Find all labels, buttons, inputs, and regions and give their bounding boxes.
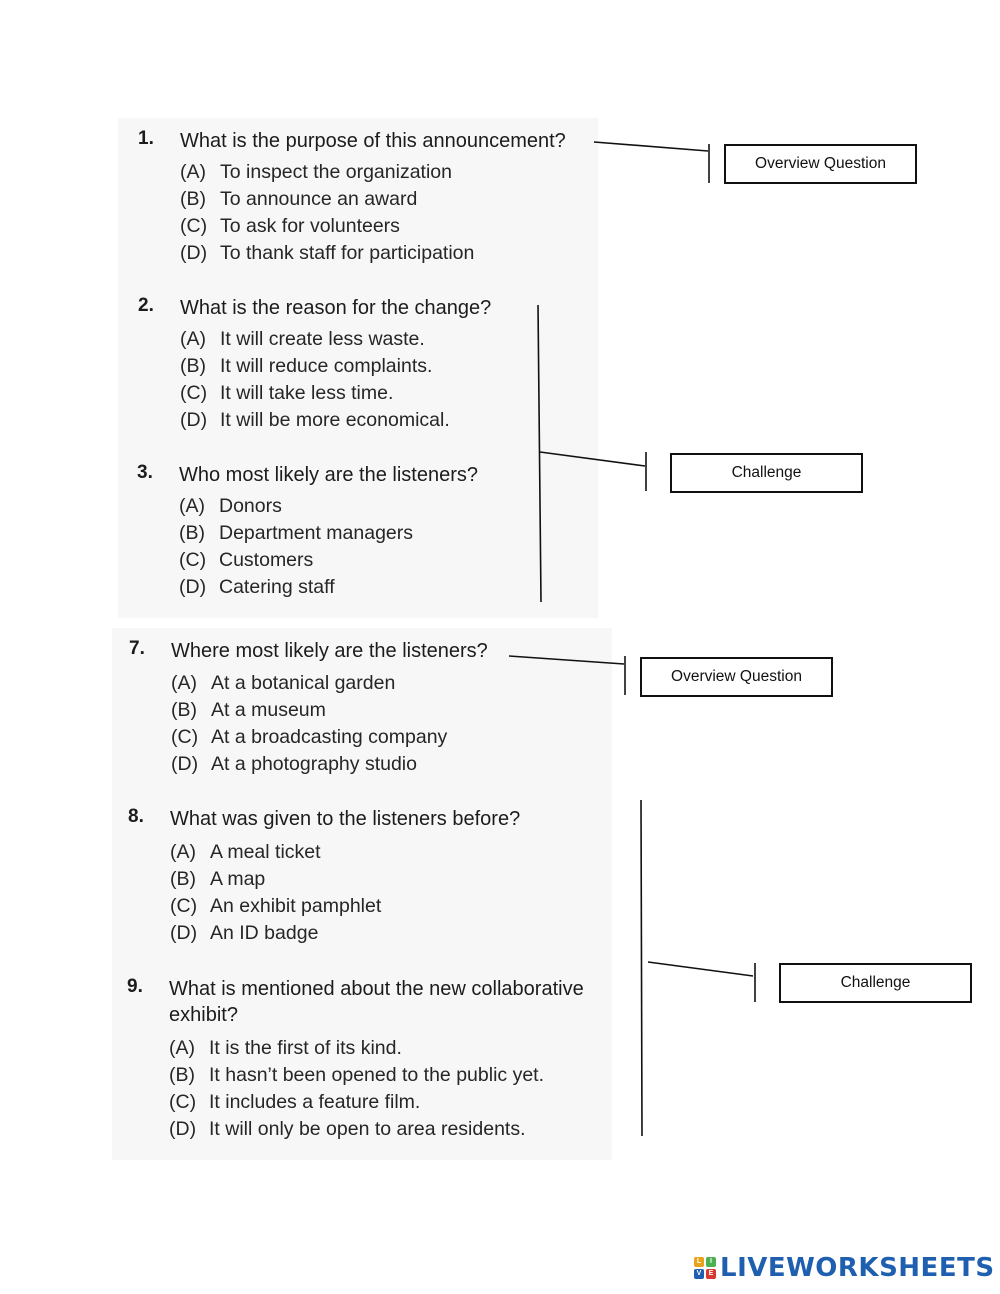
question-text: What is the purpose of this announcement… — [180, 130, 566, 152]
option[interactable]: (D)Catering staff — [179, 576, 335, 598]
option[interactable]: (C)It will take less time. — [180, 382, 394, 404]
connector-line — [539, 451, 646, 467]
option[interactable]: (C)Customers — [179, 549, 314, 571]
logo-text: LIVEWORKSHEETS — [720, 1253, 995, 1283]
option[interactable]: (A)It will create less waste. — [180, 328, 425, 350]
question-text: What is the reason for the change? — [180, 297, 492, 319]
option[interactable]: (D)An ID badge — [170, 922, 319, 944]
option[interactable]: (C)It includes a feature film. — [169, 1091, 421, 1113]
scan-block-1 — [118, 118, 598, 618]
option[interactable]: (C)At a broadcasting company — [171, 726, 448, 748]
option[interactable]: (A)Donors — [179, 495, 282, 517]
options-list: (A)It will create less waste. (B)It will… — [180, 326, 450, 434]
question-number: 3. — [137, 462, 153, 483]
connector-line — [647, 961, 754, 977]
question-text: Who most likely are the listeners? — [179, 464, 479, 486]
logo-mark-icon: L I V E — [694, 1257, 716, 1279]
option[interactable]: (B)A map — [170, 868, 266, 890]
question-number: 8. — [128, 806, 144, 827]
question-number: 7. — [129, 638, 145, 659]
question-number: 1. — [138, 128, 154, 149]
question-text: What is mentioned about the new collabor… — [169, 978, 584, 1000]
question-number: 2. — [138, 295, 154, 316]
bracket-line — [537, 304, 542, 603]
bracket-line — [640, 799, 643, 1137]
label-challenge-2[interactable]: Challenge — [779, 963, 972, 1003]
question-text-line2: exhibit? — [169, 1004, 238, 1026]
option[interactable]: (D)It will only be open to area resident… — [169, 1118, 526, 1140]
options-list: (A)It is the first of its kind. (B)It ha… — [169, 1035, 544, 1143]
options-list: (A)Donors (B)Department managers (C)Cust… — [179, 493, 413, 601]
options-list: (A)A meal ticket (B)A map (C)An exhibit … — [170, 839, 381, 947]
question-text: Where most likely are the listeners? — [171, 640, 488, 662]
question-text: What was given to the listeners before? — [170, 808, 521, 830]
option[interactable]: (A)To inspect the organization — [180, 161, 452, 183]
option[interactable]: (A)At a botanical garden — [171, 672, 396, 694]
options-list: (A)To inspect the organization (B)To ann… — [180, 159, 474, 267]
option[interactable]: (B)At a museum — [171, 699, 326, 721]
option[interactable]: (D)To thank staff for participation — [180, 242, 475, 264]
option[interactable]: (B)To announce an award — [180, 188, 418, 210]
label-overview-question-1[interactable]: Overview Question — [724, 144, 917, 184]
label-overview-question-2[interactable]: Overview Question — [640, 657, 833, 697]
option[interactable]: (A)It is the first of its kind. — [169, 1037, 402, 1059]
liveworksheets-logo: L I V E LIVEWORKSHEETS — [694, 1253, 995, 1283]
option[interactable]: (C)To ask for volunteers — [180, 215, 400, 237]
label-challenge-1[interactable]: Challenge — [670, 453, 863, 493]
option[interactable]: (A)A meal ticket — [170, 841, 321, 863]
option[interactable]: (C)An exhibit pamphlet — [170, 895, 382, 917]
options-list: (A)At a botanical garden (B)At a museum … — [171, 670, 447, 778]
scan-block-2 — [112, 628, 612, 1160]
option[interactable]: (B)Department managers — [179, 522, 414, 544]
option[interactable]: (B)It will reduce complaints. — [180, 355, 433, 377]
option[interactable]: (D)It will be more economical. — [180, 409, 450, 431]
option[interactable]: (D)At a photography studio — [171, 753, 417, 775]
option[interactable]: (B)It hasn’t been opened to the public y… — [169, 1064, 544, 1086]
question-number: 9. — [127, 976, 143, 997]
connector-line — [508, 655, 625, 665]
connector-line — [593, 141, 709, 152]
